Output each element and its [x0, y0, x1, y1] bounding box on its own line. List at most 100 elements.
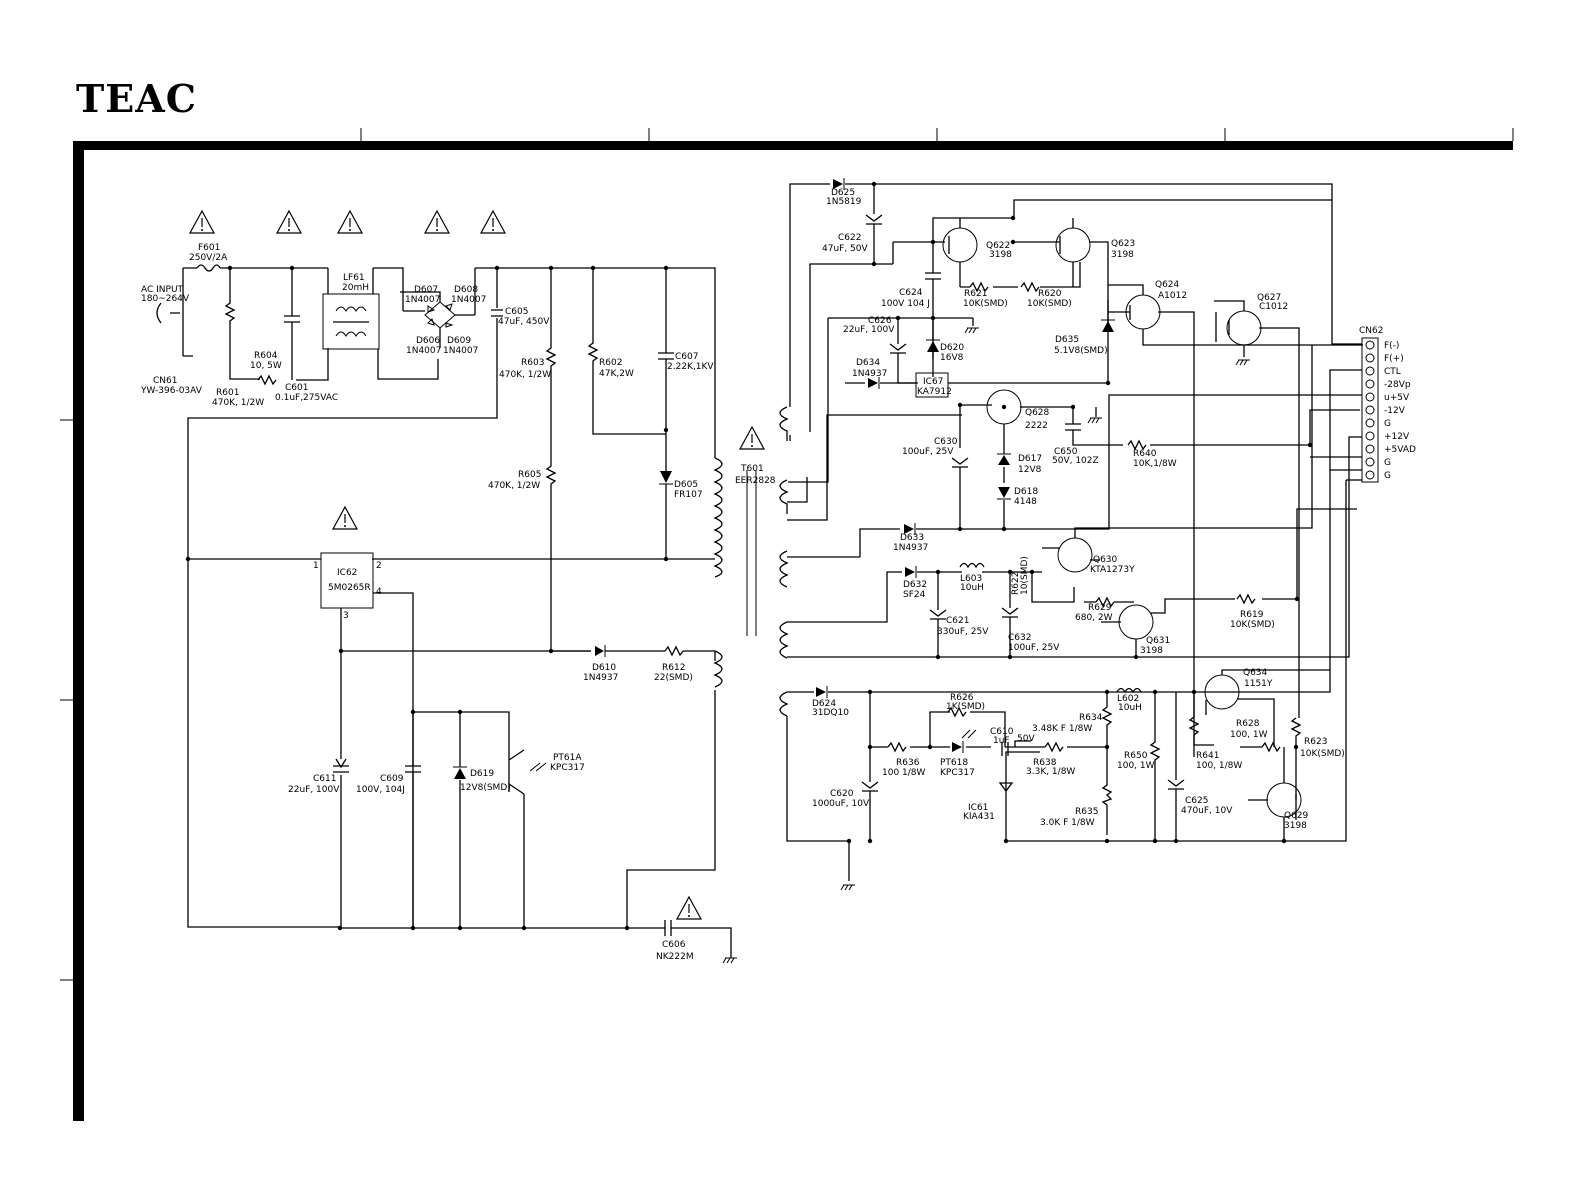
cn62-pin-6: -12V — [1384, 406, 1406, 416]
q630-label: Q630 — [1093, 555, 1118, 565]
c621-value: 330uF, 25V — [937, 627, 989, 637]
c609-label: C609 — [380, 774, 404, 784]
brand-logo: TEAC — [76, 76, 197, 121]
cn62-pin-4: -28Vp — [1384, 380, 1411, 390]
f601-label: F601 — [198, 243, 220, 253]
cn62-pin-1: F(-) — [1384, 341, 1399, 351]
pin2-label: 2 — [376, 561, 382, 571]
ic62-label: IC62 — [337, 568, 357, 578]
r634-label: R634 — [1079, 713, 1103, 723]
c606-value: NK222M — [656, 952, 694, 962]
t601-label: T601 — [740, 464, 764, 474]
r636-label: R636 — [896, 758, 920, 768]
q624-value: A1012 — [1158, 291, 1187, 301]
d608-label: D608 — [454, 285, 478, 295]
d605-value: FR107 — [674, 490, 703, 500]
q627-value: C1012 — [1259, 302, 1288, 312]
r629-label: R629 — [1088, 603, 1112, 613]
q622-label: Q622 — [986, 241, 1010, 251]
cn62-pin-7: G — [1384, 419, 1391, 429]
warning-icons — [189, 210, 765, 920]
r641-value: 100, 1/8W — [1196, 761, 1242, 771]
cn62-label: CN62 — [1359, 326, 1383, 336]
f601-value: 250V/2A — [189, 253, 228, 263]
r620-value: 10K(SMD) — [1027, 299, 1072, 309]
r605-value: 470K, 1/2W — [488, 481, 540, 491]
r605-label: R605 — [518, 470, 541, 480]
q631-label: Q631 — [1146, 636, 1170, 646]
r628-label: R628 — [1236, 719, 1260, 729]
ic61-label: IC61 — [968, 803, 988, 813]
r602-value: 47K,2W — [599, 369, 634, 379]
r623-value: 10K(SMD) — [1300, 749, 1345, 759]
acin-label: AC INPUT — [141, 285, 184, 295]
q624-label: Q624 — [1155, 280, 1180, 290]
q631-value: 3198 — [1140, 646, 1163, 656]
d609-label: D609 — [447, 336, 471, 346]
c601-value: 0.1uF,275VAC — [275, 393, 338, 403]
d632-label: D632 — [903, 580, 927, 590]
q622-value: 3198 — [989, 250, 1012, 260]
r634-value: 3.48K F 1/8W — [1032, 724, 1092, 734]
c625-label: C625 — [1185, 796, 1208, 806]
pin1-label: 1 — [313, 561, 319, 571]
r601-value: 470K, 1/2W — [212, 398, 264, 408]
c610-value2: 50V — [1017, 734, 1035, 744]
r635-label: R635 — [1075, 807, 1098, 817]
c610-label: C610 — [990, 727, 1014, 737]
d620-label: D620 — [940, 343, 964, 353]
d634-value: 1N4937 — [852, 369, 887, 379]
cn62-pin-11: G — [1384, 471, 1391, 481]
d618-label: D618 — [1014, 487, 1038, 497]
r612-value: 22(SMD) — [654, 673, 693, 683]
r626-value: 1K(SMD) — [946, 702, 985, 712]
c626-label: C626 — [868, 316, 892, 326]
q634-label: Q634 — [1243, 668, 1268, 678]
q629-label: Q629 — [1284, 811, 1309, 821]
pt61a-value: KPC317 — [550, 763, 585, 773]
c630-value: 100uF, 25V — [902, 447, 954, 457]
d608-value: 1N4007 — [451, 295, 486, 305]
d634-label: D634 — [856, 358, 880, 368]
c626-value: 22uF, 100V — [843, 325, 895, 335]
q623-label: Q623 — [1111, 239, 1135, 249]
r641-label: R641 — [1196, 751, 1219, 761]
c605-label: C605 — [505, 307, 528, 317]
d620-value: 16V8 — [940, 353, 964, 363]
pin4-label: 4 — [376, 587, 382, 597]
r640-label: R640 — [1133, 449, 1157, 459]
d606-label: D606 — [416, 336, 440, 346]
d618-value: 4148 — [1014, 497, 1037, 507]
primary-wiring — [156, 264, 757, 964]
r622-value: 10(SMD) — [1020, 556, 1030, 595]
d619-label: D619 — [470, 769, 494, 779]
c610-value: 1uF — [993, 736, 1010, 746]
d633-value: 1N4937 — [893, 543, 928, 553]
c630-label: C630 — [934, 437, 958, 447]
c624-value: 100V 104 J — [881, 299, 930, 309]
q623-value: 3198 — [1111, 250, 1134, 260]
ic67-label: IC67 — [923, 377, 943, 387]
c650-label: C650 — [1054, 447, 1078, 457]
l602-value: 10uH — [1118, 703, 1142, 713]
cn62-pin-5: u+5V — [1384, 393, 1410, 403]
r650-value: 100, 1W — [1117, 761, 1155, 771]
c606-label: C606 — [662, 940, 686, 950]
r623-label: R623 — [1304, 737, 1327, 747]
d624-label: D624 — [812, 699, 836, 709]
r602-label: R602 — [599, 358, 622, 368]
d635-value: 5.1V8(SMD) — [1054, 346, 1108, 356]
d610-label: D610 — [592, 663, 616, 673]
sheet-border — [60, 128, 1514, 1121]
r603-value: 470K, 1/2W — [499, 370, 551, 380]
ic61-value: KIA431 — [963, 812, 995, 822]
r601-label: R601 — [216, 388, 239, 398]
c622-value: 47uF, 50V — [822, 244, 869, 254]
r638-value: 3.3K, 1/8W — [1026, 767, 1075, 777]
pt618-value: KPC317 — [940, 768, 975, 778]
r636-value: 100 1/8W — [882, 768, 926, 778]
r603-label: R603 — [521, 358, 544, 368]
pin3-label: 3 — [343, 611, 349, 621]
r621-value: 10K(SMD) — [963, 299, 1008, 309]
